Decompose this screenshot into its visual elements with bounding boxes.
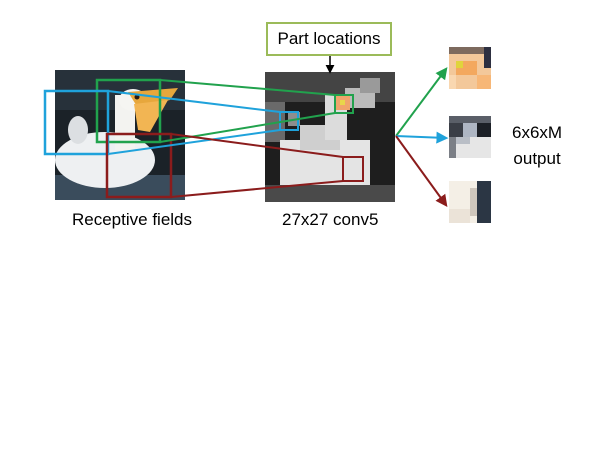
- conv5-label: 27x27 conv5: [282, 210, 379, 229]
- receptive-field-red: [105, 132, 173, 199]
- output-label: 6x6xM output: [512, 120, 562, 172]
- output-label-line1: 6x6xM: [512, 123, 563, 142]
- output-arrow-green: [395, 67, 448, 137]
- output-arrow-red: [395, 135, 448, 207]
- output-patch-green: [449, 47, 491, 89]
- output-patch-red: [449, 181, 491, 223]
- output-patch-blue: [449, 116, 491, 158]
- part-location-red: [342, 156, 364, 182]
- blue-connectors: [107, 90, 281, 155]
- output-arrow-blue: [395, 131, 449, 144]
- part-locations-label: Part locations: [277, 29, 381, 48]
- receptive-field-green: [95, 78, 162, 144]
- part-location-blue: [279, 111, 299, 131]
- part-location-green: [334, 94, 354, 114]
- receptive-fields-label: Receptive fields: [72, 210, 193, 229]
- receptive-field-blue: [43, 89, 110, 156]
- part-locations-box: Part locations: [266, 22, 392, 56]
- output-label-line2: output: [513, 149, 561, 168]
- red-connectors: [170, 133, 344, 198]
